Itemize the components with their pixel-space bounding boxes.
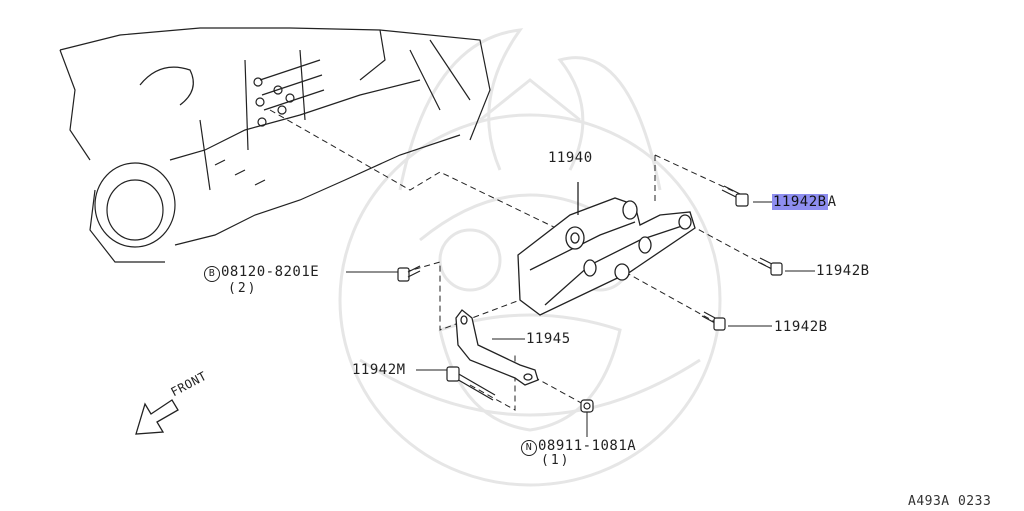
label-stay-11945[interactable]: 11945 — [526, 331, 571, 347]
circle-b-icon: B — [204, 266, 220, 282]
watermark-emblem — [338, 28, 722, 487]
label-bolt-11942b-lower[interactable]: 11942B — [774, 319, 828, 335]
part-number: 08911-1081A — [538, 438, 637, 454]
fasteners — [397, 185, 783, 413]
engine-block — [59, 27, 491, 263]
front-arrow-icon — [135, 399, 179, 435]
circle-n-icon: N — [521, 440, 537, 456]
label-bracket-11940[interactable]: 11940 — [548, 150, 593, 166]
label-bolt-11942b-upper[interactable]: 11942B — [816, 263, 870, 279]
part-number: 08120-8201E — [221, 264, 320, 280]
qty-nut: (1) — [541, 453, 571, 468]
callout-lines — [346, 201, 815, 437]
stay-11945 — [455, 309, 539, 386]
highlighted-part-number[interactable]: 11942B — [772, 194, 828, 210]
bracket-11940 — [517, 182, 696, 316]
part-suffix: A — [827, 194, 837, 210]
diagram-reference: A493A 0233 — [908, 494, 992, 509]
qty-bolt-b: (2) — [228, 281, 258, 296]
label-bolt-11942ba[interactable]: 11942BA — [772, 194, 837, 210]
label-stud-11942m[interactable]: 11942M — [352, 362, 406, 378]
